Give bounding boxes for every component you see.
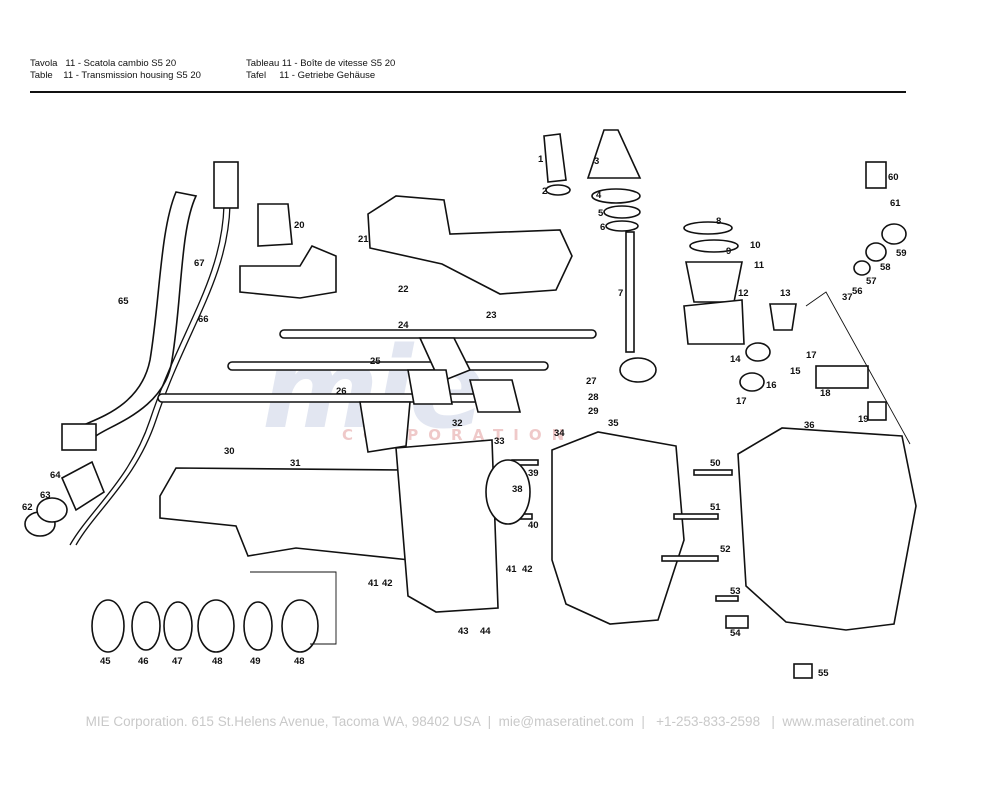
header-row-english: Table 11 - Transmission housing S5 20 (30, 70, 201, 81)
callout-48-b: 48 (294, 656, 305, 667)
callout-18: 18 (820, 388, 831, 399)
gear-lever-assembly (543, 129, 657, 383)
header-right: Tableau 11 - Boîte de vitesse S5 20 Tafe… (246, 58, 395, 82)
callout-54: 54 (730, 628, 741, 639)
plate-header: Tavola 11 - Scatola cambio S5 20 Table 1… (30, 58, 910, 93)
callout-64: 64 (50, 470, 61, 481)
callout-11: 11 (754, 260, 765, 271)
callout-33: 33 (494, 436, 505, 447)
callout-39: 39 (528, 468, 539, 479)
callout-52: 52 (720, 544, 731, 555)
callout-35: 35 (608, 418, 619, 429)
callout-67: 67 (194, 258, 205, 269)
callout-46: 46 (138, 656, 149, 667)
header-left: Tavola 11 - Scatola cambio S5 20 Table 1… (30, 58, 201, 82)
studs (501, 459, 813, 679)
callout-4: 4 (596, 190, 602, 201)
callout-21: 21 (358, 234, 369, 245)
interlock-parts (683, 221, 887, 421)
callout-63: 63 (40, 490, 51, 501)
callout-7: 7 (618, 288, 623, 299)
callout-19: 19 (858, 414, 869, 425)
callout-12: 12 (738, 288, 749, 299)
callout-48-a: 48 (212, 656, 223, 667)
callout-17-a: 17 (806, 350, 817, 361)
callout-32: 32 (452, 418, 463, 429)
callout-22: 22 (398, 284, 409, 295)
callout-42-a: 42 (382, 578, 393, 589)
callout-15: 15 (790, 366, 801, 377)
callout-65: 65 (118, 296, 129, 307)
callout-2: 2 (542, 186, 547, 197)
callout-5: 5 (598, 208, 604, 219)
callout-43: 43 (458, 626, 469, 637)
hose-fittings (24, 460, 105, 537)
callout-34: 34 (554, 428, 565, 439)
gasket-ring-38 (485, 459, 531, 525)
gearbox-case-35 (551, 431, 685, 625)
gearbox-case-36 (737, 427, 917, 631)
callout-23: 23 (486, 310, 497, 321)
callout-6: 6 (600, 222, 605, 233)
callout-1: 1 (538, 154, 544, 165)
bearing-leader-line (250, 571, 337, 645)
callout-24: 24 (398, 320, 409, 331)
callout-57: 57 (866, 276, 877, 287)
contact-footer: MIE Corporation. 615 St.Helens Avenue, T… (85, 714, 915, 729)
callout-26: 26 (336, 386, 347, 397)
callout-42-b: 42 (522, 564, 533, 575)
cover-20 (239, 203, 337, 299)
callout-61: 61 (890, 198, 901, 209)
callout-40: 40 (528, 520, 539, 531)
callout-41-a: 41 (368, 578, 379, 589)
callout-16: 16 (766, 380, 777, 391)
callout-45: 45 (100, 656, 111, 667)
extension-tube-31 (159, 467, 411, 561)
callout-36: 36 (804, 420, 815, 431)
callout-49: 49 (250, 656, 261, 667)
header-rule (30, 91, 906, 93)
callout-66: 66 (198, 314, 209, 325)
callout-14: 14 (730, 354, 741, 365)
callout-41-b: 41 (506, 564, 517, 575)
callout-28: 28 (588, 392, 599, 403)
selector-housing-21 (367, 195, 573, 295)
callout-59: 59 (896, 248, 907, 259)
header-row-italian: Tavola 11 - Scatola cambio S5 20 (30, 58, 177, 69)
bearings (91, 599, 319, 653)
callout-10: 10 (750, 240, 761, 251)
oil-hose (61, 191, 198, 451)
header-row-german: Tafel 11 - Getriebe Gehäuse (246, 70, 376, 81)
callout-8: 8 (716, 216, 721, 227)
header-row-french: Tableau 11 - Boîte de vitesse S5 20 (246, 58, 396, 69)
callout-27: 27 (586, 376, 597, 387)
speedo-drive (805, 161, 911, 445)
callout-56: 56 (852, 286, 863, 297)
callout-47: 47 (172, 656, 183, 667)
callout-37: 37 (842, 292, 853, 303)
callout-58: 58 (880, 262, 891, 273)
breather-line (69, 161, 239, 546)
callout-38: 38 (512, 484, 523, 495)
callout-30: 30 (224, 446, 235, 457)
callout-62: 62 (22, 502, 33, 513)
callout-9: 9 (726, 246, 731, 257)
callout-29: 29 (588, 406, 599, 417)
callout-31: 31 (290, 458, 301, 469)
callout-55: 55 (818, 668, 829, 679)
callout-50: 50 (710, 458, 721, 469)
callout-labels: 1 2 3 4 5 6 7 8 9 10 11 12 13 14 15 16 1… (22, 154, 907, 679)
callout-53: 53 (730, 586, 741, 597)
callout-20: 20 (294, 220, 305, 231)
callout-25: 25 (370, 356, 381, 367)
callout-13: 13 (780, 288, 791, 299)
callout-60: 60 (888, 172, 899, 183)
callout-51: 51 (710, 502, 721, 513)
adapter-plate (395, 439, 499, 613)
callout-3: 3 (594, 156, 599, 167)
callout-44: 44 (480, 626, 491, 637)
callout-17-b: 17 (736, 396, 747, 407)
shift-rods (157, 329, 597, 453)
